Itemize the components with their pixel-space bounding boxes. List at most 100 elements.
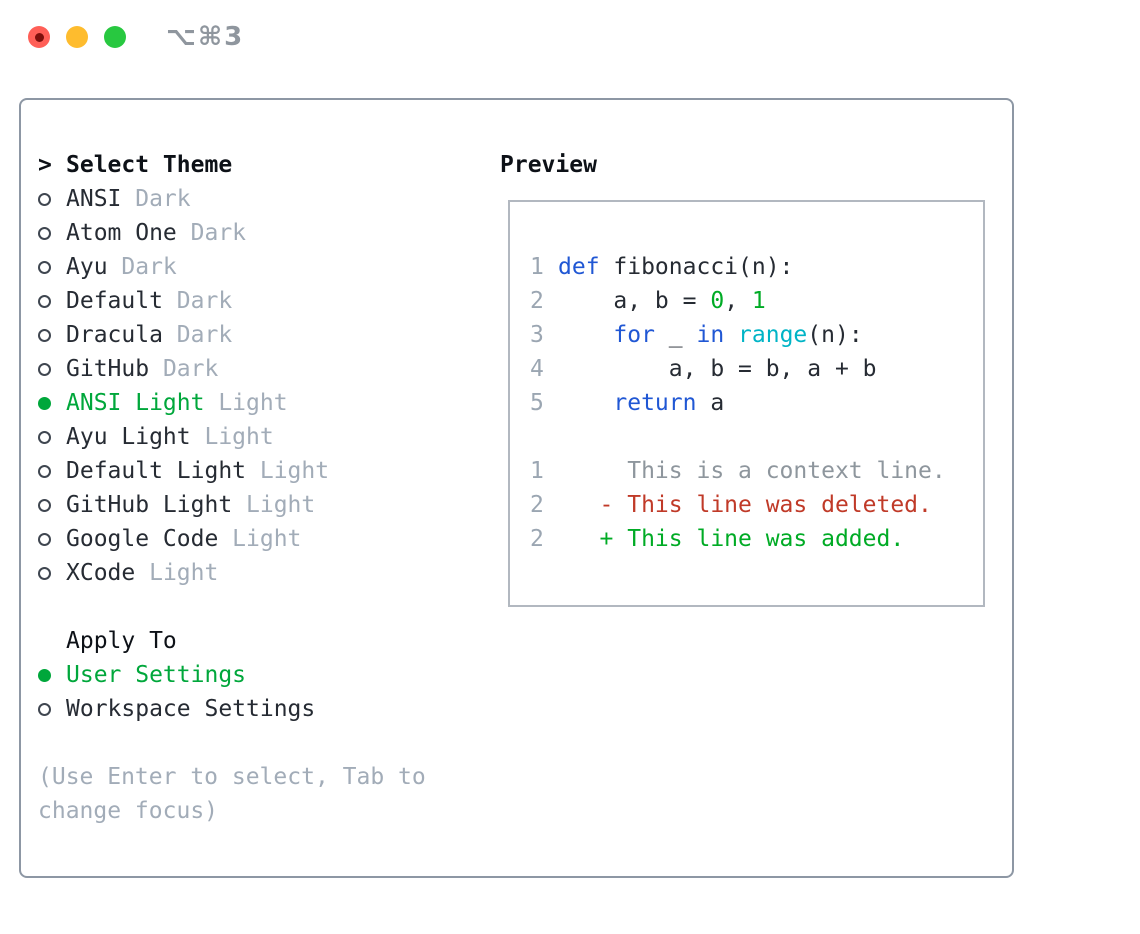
theme-variant: Light bbox=[259, 458, 330, 484]
hint-text: (Use Enter to select, Tab to change focu… bbox=[38, 764, 426, 824]
preview-title: Preview bbox=[500, 152, 597, 178]
diff-line: 2 - This line was deleted. bbox=[530, 488, 983, 522]
prompt-icon: > bbox=[38, 152, 52, 178]
window-title: ⌥⌘3 bbox=[166, 22, 245, 52]
radio-icon bbox=[38, 430, 51, 444]
theme-variant: Light bbox=[246, 492, 316, 518]
code-segment: a, b = bbox=[558, 288, 711, 314]
theme-variant: Light bbox=[232, 526, 302, 552]
radio-icon bbox=[38, 362, 51, 376]
theme-name: Default Light bbox=[66, 458, 247, 484]
code-line: 2 a, b = 0, 1 bbox=[530, 284, 983, 318]
theme-picker-header: > Select Theme bbox=[38, 148, 488, 182]
code-line: 3 for _ in range(n): bbox=[530, 318, 983, 352]
code-segment bbox=[558, 318, 613, 352]
theme-variant: Light bbox=[204, 424, 274, 450]
code-segment: a bbox=[696, 390, 725, 416]
code-segment bbox=[558, 386, 613, 420]
theme-name: Default bbox=[66, 288, 163, 314]
theme-name: ANSI bbox=[66, 186, 122, 212]
code-line: 4 a, b = b, a + b bbox=[530, 352, 983, 386]
theme-option-label: GitHub Light Light bbox=[66, 488, 315, 522]
line-number: 1 bbox=[530, 458, 544, 484]
code-segment: , bbox=[724, 288, 752, 314]
theme-variant: Dark bbox=[135, 186, 191, 212]
radio-icon bbox=[38, 260, 51, 274]
code-segment: return bbox=[613, 390, 697, 416]
theme-name: Atom One bbox=[66, 220, 177, 246]
theme-option-label: ANSI Dark bbox=[66, 182, 191, 216]
theme-name: XCode bbox=[66, 560, 136, 586]
theme-name: Ayu bbox=[66, 254, 108, 280]
apply-to-header: Apply To bbox=[38, 624, 488, 658]
theme-variant: Dark bbox=[121, 254, 177, 280]
diff-line: 2 + This line was added. bbox=[530, 522, 983, 556]
theme-name: GitHub Light bbox=[66, 492, 233, 518]
theme-variant: Dark bbox=[176, 288, 233, 314]
theme-variant: Light bbox=[218, 390, 288, 416]
radio-icon bbox=[38, 532, 51, 546]
minimize-button[interactable] bbox=[66, 26, 88, 48]
theme-option-label: Ayu Dark bbox=[66, 250, 177, 284]
radio-icon bbox=[38, 702, 51, 716]
apply-to-label: Workspace Settings bbox=[66, 696, 316, 722]
theme-option[interactable]: Default Dark bbox=[38, 284, 488, 318]
titlebar: ⌥⌘3 bbox=[28, 22, 244, 52]
code-segment bbox=[724, 318, 738, 352]
zoom-button[interactable] bbox=[104, 26, 126, 48]
code-segment: def bbox=[558, 254, 600, 280]
line-number: 1 bbox=[530, 254, 544, 280]
theme-name: Ayu Light bbox=[66, 424, 191, 450]
radio-icon bbox=[38, 566, 51, 580]
radio-icon bbox=[38, 226, 51, 240]
line-number: 3 bbox=[530, 322, 544, 348]
diff-preview: 1 This is a context line. 2 - This line w… bbox=[530, 454, 983, 556]
code-segment: - This line was deleted. bbox=[558, 492, 932, 518]
spacer bbox=[38, 726, 488, 760]
theme-option[interactable]: Ayu Dark bbox=[38, 250, 488, 284]
blank-line bbox=[530, 420, 983, 454]
theme-variant: Dark bbox=[176, 322, 233, 348]
code-segment: This is a context line. bbox=[558, 458, 946, 484]
theme-option[interactable]: Default Light Light bbox=[38, 454, 488, 488]
code-segment: + This line was added. bbox=[558, 526, 905, 552]
line-number: 4 bbox=[530, 356, 544, 382]
theme-option[interactable]: Ayu Light Light bbox=[38, 420, 488, 454]
apply-to-title: Apply To bbox=[66, 628, 177, 654]
radio-icon bbox=[38, 192, 51, 206]
line-number: 5 bbox=[530, 390, 544, 416]
apply-to-option[interactable]: User Settings bbox=[38, 658, 488, 692]
code-segment: range bbox=[738, 322, 808, 348]
line-number: 2 bbox=[530, 526, 544, 552]
theme-option[interactable]: GitHub Light Light bbox=[38, 488, 488, 522]
code-segment: for bbox=[613, 322, 655, 348]
theme-option[interactable]: ANSI Dark bbox=[38, 182, 488, 216]
theme-option-label: Default Light Light bbox=[66, 454, 329, 488]
apply-to-option[interactable]: Workspace Settings bbox=[38, 692, 488, 726]
theme-option-label: Default Dark bbox=[66, 284, 232, 318]
radio-icon bbox=[38, 294, 51, 308]
selected-radio-icon bbox=[38, 396, 51, 410]
close-button[interactable] bbox=[28, 26, 50, 48]
theme-name: GitHub bbox=[66, 356, 150, 382]
radio-icon bbox=[38, 328, 51, 342]
code-segment: in bbox=[696, 322, 725, 348]
apply-to-label: User Settings bbox=[66, 662, 247, 688]
theme-option-label: Ayu Light Light bbox=[66, 420, 274, 454]
